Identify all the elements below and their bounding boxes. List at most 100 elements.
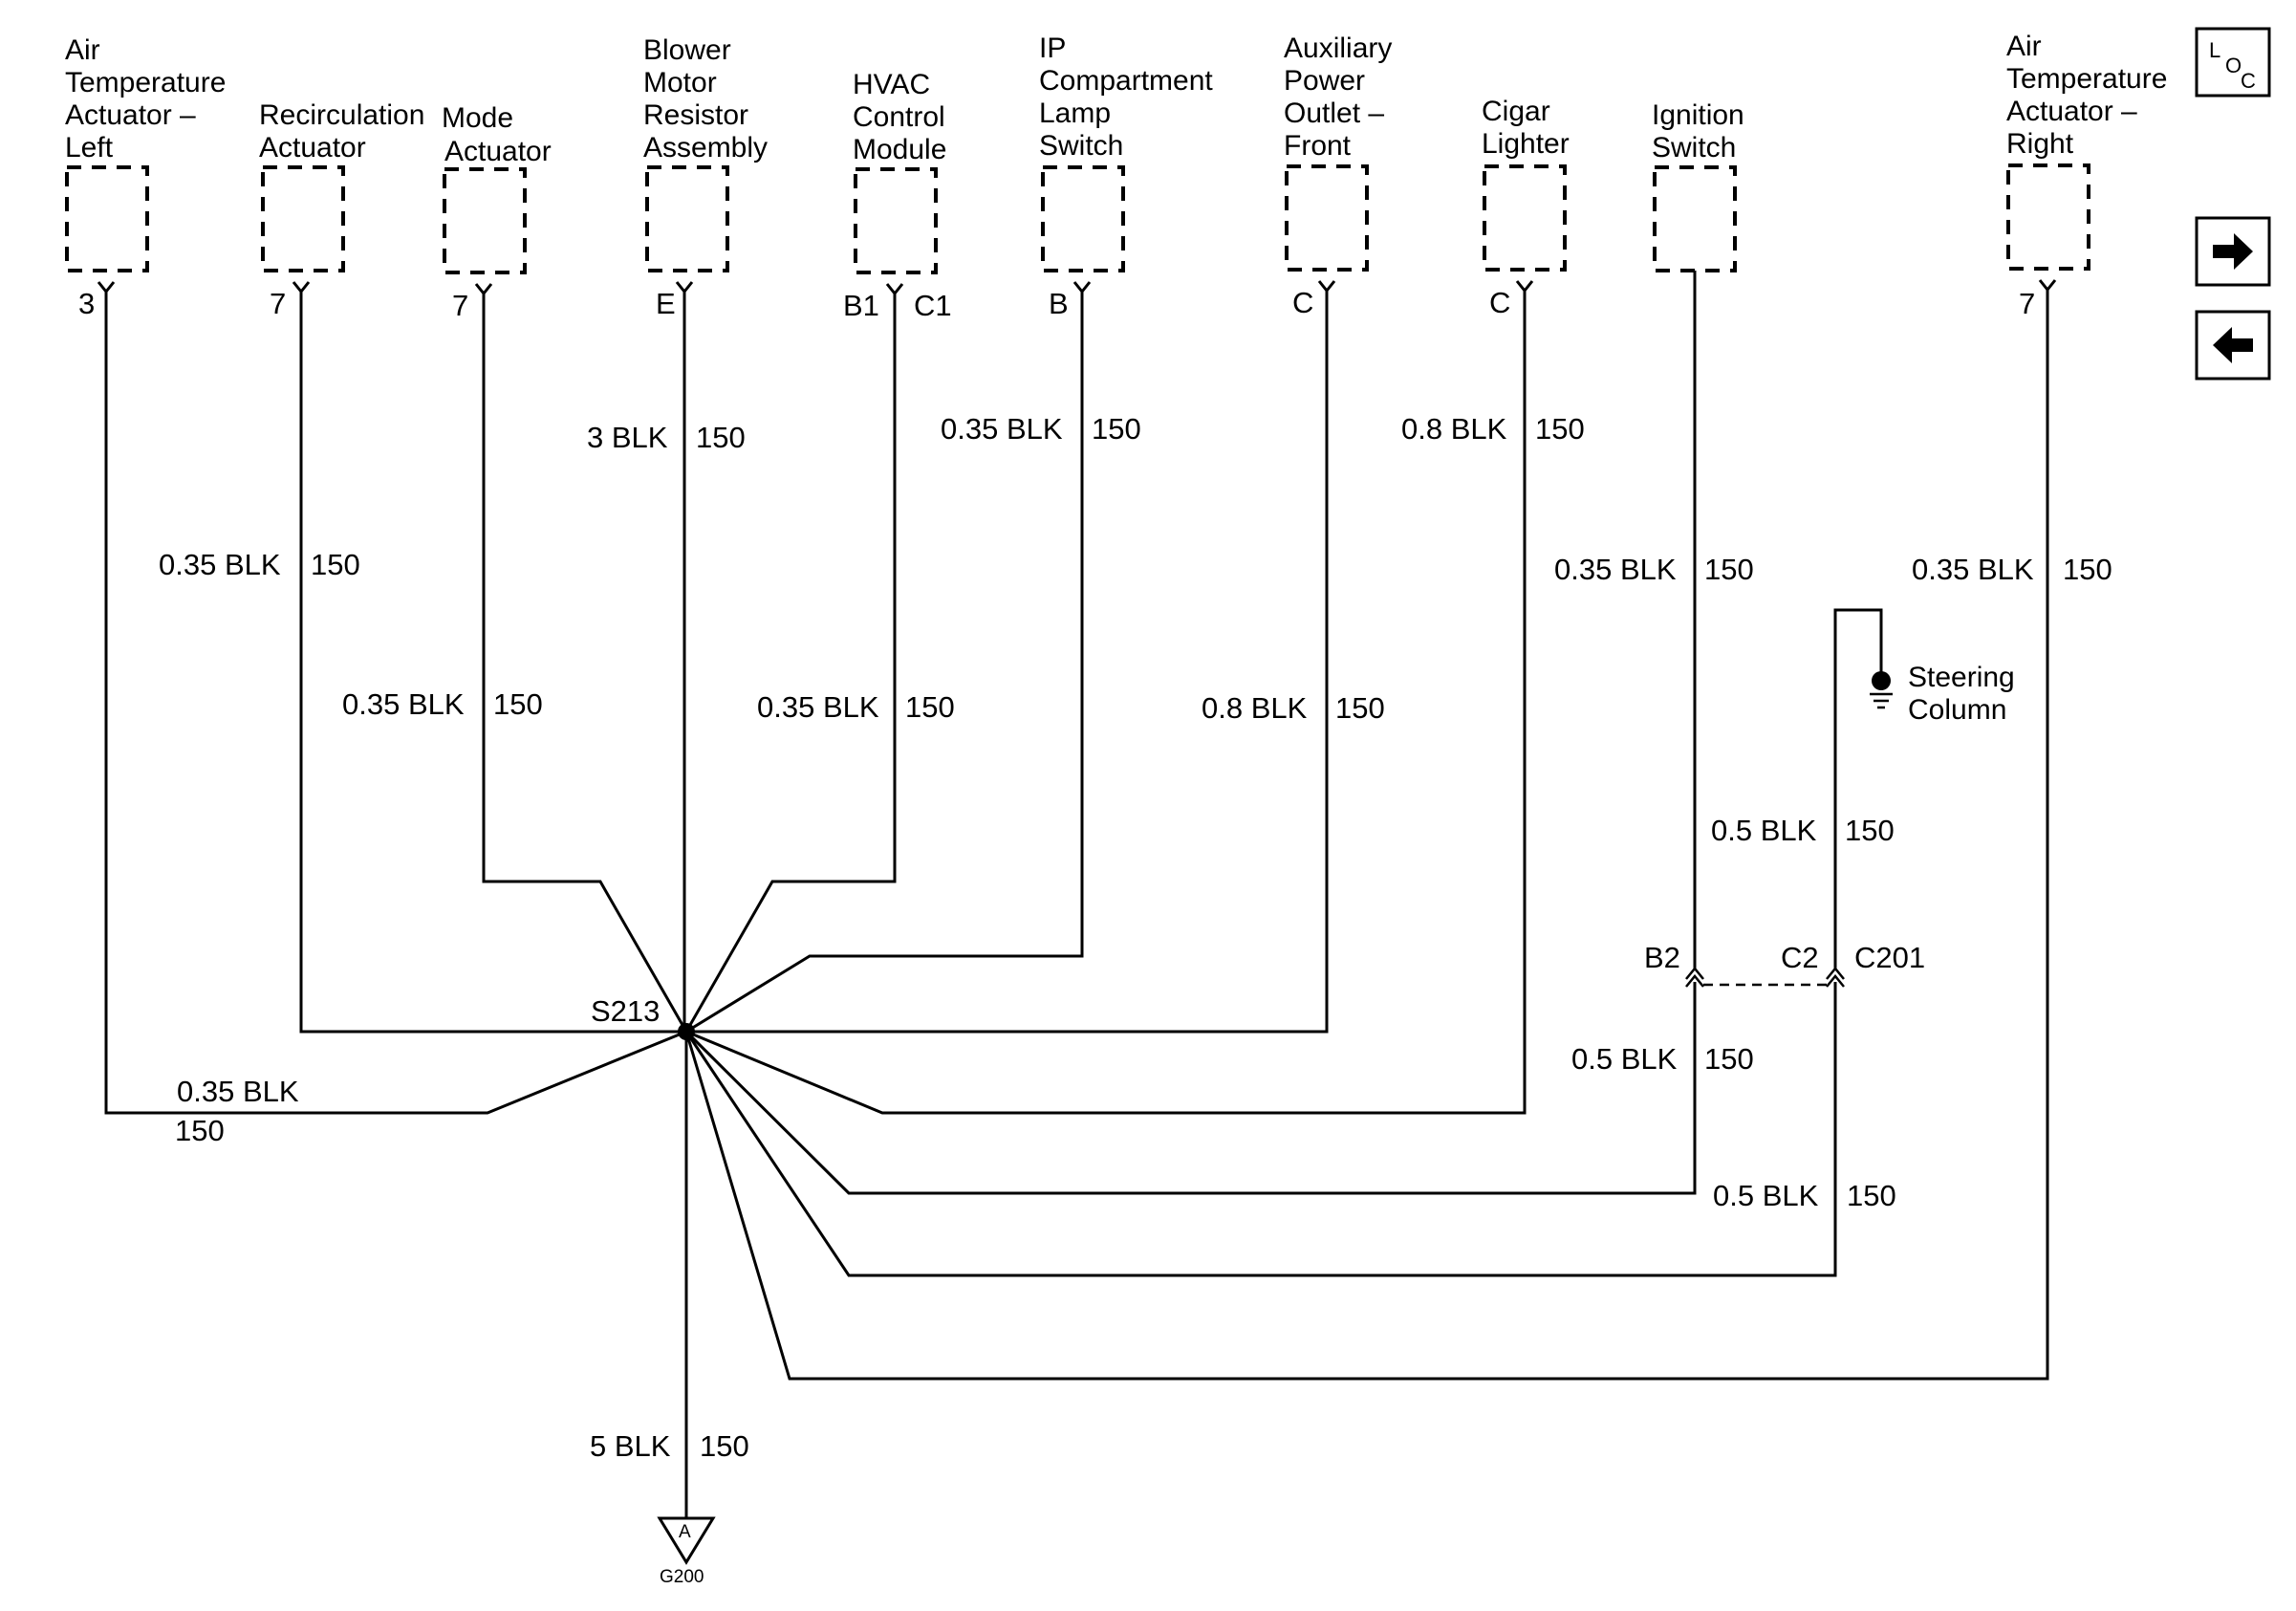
- wire-circuit: 150: [175, 1114, 225, 1147]
- connector-label: C201: [1854, 941, 1925, 974]
- pin-label: 7: [452, 289, 468, 322]
- wire-gauge: 0.8 BLK: [1401, 412, 1507, 446]
- component-box: [65, 165, 149, 272]
- terminal-icon: [474, 283, 493, 296]
- component-box: [1653, 165, 1737, 272]
- component-recirculation-actuator: Recirculation Actuator 7: [259, 99, 424, 320]
- wire-recirculation: [299, 292, 686, 1034]
- component-auxiliary-power-outlet: Auxiliary Power Outlet – Front C: [1284, 33, 1400, 319]
- component-air-temp-right: Air Temperature Actuator – Right 7: [2006, 31, 2176, 320]
- component-label: Mode Actuator: [442, 102, 552, 167]
- wire-gauge: 5 BLK: [590, 1429, 671, 1463]
- wire-circuit: 150: [1845, 814, 1895, 847]
- pin-terminals: [97, 279, 2057, 296]
- pin-label: E: [656, 287, 676, 320]
- wire-gauge: 0.5 BLK: [1713, 1179, 1819, 1212]
- ground-label: G200: [660, 1567, 704, 1587]
- loc-button-frame: [2195, 27, 2271, 98]
- wire-gauge: 0.35 BLK: [177, 1075, 299, 1108]
- arrow-left-icon: [2213, 327, 2253, 363]
- pin-label: 3: [78, 287, 95, 320]
- component-label: IP Compartment Lamp Switch: [1039, 33, 1221, 162]
- connector-pin-icon: [1826, 967, 1845, 988]
- loc-letter-c: C: [2241, 69, 2256, 93]
- terminal-icon: [675, 281, 694, 294]
- wire-ip-lamp: [685, 292, 1084, 1034]
- wire-mode: [482, 294, 688, 1033]
- ground-letter: A: [679, 1522, 691, 1542]
- component-label: Ignition Switch: [1652, 99, 1752, 163]
- ground-g200: A G200: [657, 1516, 716, 1587]
- loc-button[interactable]: L O C: [2195, 27, 2271, 98]
- terminal-icon: [292, 281, 311, 294]
- component-box: [1483, 164, 1567, 272]
- pin-label: C: [1292, 286, 1313, 319]
- wire-circuit: 150: [1335, 691, 1385, 725]
- component-box: [854, 167, 938, 274]
- wire-gauge: 3 BLK: [587, 421, 668, 454]
- splice-dot: [678, 1023, 695, 1040]
- terminal-icon: [2038, 279, 2057, 293]
- pin-label: C: [1489, 286, 1510, 319]
- component-label: HVAC Control Module: [853, 69, 953, 165]
- component-air-temp-left: Air Temperature Actuator – Left 3: [65, 34, 234, 320]
- component-box: [1285, 164, 1369, 272]
- component-label: Air Temperature Actuator – Left: [65, 34, 234, 163]
- terminal-icon: [97, 281, 116, 294]
- wire-circuit: 150: [1092, 412, 1141, 446]
- component-label: Cigar Lighter: [1482, 96, 1570, 160]
- wire-air-temp-left: [104, 292, 687, 1115]
- wire-steering-upper: [1833, 608, 1883, 969]
- component-hvac-control-module: HVAC Control Module B1 C1: [843, 69, 953, 322]
- wire-circuit: 150: [2063, 553, 2112, 586]
- wire-gauge: 0.35 BLK: [941, 412, 1063, 446]
- wire-hvac: [684, 294, 897, 1033]
- component-box: [261, 165, 345, 272]
- wire-circuit: 150: [696, 421, 746, 454]
- loc-letter-l: L: [2209, 38, 2220, 62]
- steering-column-ground: Steering Column: [1870, 662, 2023, 726]
- pin-label: B: [1049, 287, 1069, 320]
- terminal-icon: [885, 283, 904, 296]
- component-box: [2006, 163, 2090, 271]
- connector-pin-label: C2: [1781, 941, 1819, 974]
- wire-gauge: 0.35 BLK: [342, 687, 465, 721]
- wire-circuit: 150: [1704, 553, 1754, 586]
- component-label: Auxiliary Power Outlet – Front: [1284, 33, 1400, 162]
- component-label: Air Temperature Actuator – Right: [2006, 31, 2176, 160]
- wire-gauge: 0.35 BLK: [159, 548, 281, 581]
- component-box: [645, 165, 729, 272]
- wire-gauge: 0.35 BLK: [1554, 553, 1677, 586]
- next-page-button[interactable]: [2195, 216, 2271, 287]
- wire-steering-lower: [684, 982, 1837, 1277]
- wire-gauge: 0.35 BLK: [757, 690, 879, 724]
- component-blower-motor-resistor: Blower Motor Resistor Assembly E: [643, 34, 768, 320]
- splice-label: S213: [591, 994, 660, 1028]
- connector-pin-icon: [1685, 967, 1704, 988]
- wire-circuit: 150: [1535, 412, 1585, 446]
- previous-page-button[interactable]: [2195, 310, 2271, 381]
- wire-gauge: 0.5 BLK: [1711, 814, 1817, 847]
- component-ignition-switch: Ignition Switch: [1652, 99, 1752, 272]
- steering-column-label: Steering Column: [1908, 662, 2023, 726]
- pin-label: 7: [2019, 287, 2035, 320]
- component-mode-actuator: Mode Actuator 7: [442, 102, 552, 322]
- wires: [104, 271, 2049, 1518]
- wire-gauge: 0.5 BLK: [1571, 1042, 1678, 1076]
- component-ip-compartment-lamp-switch: IP Compartment Lamp Switch B: [1039, 33, 1221, 320]
- component-cigar-lighter: Cigar Lighter C: [1482, 96, 1570, 319]
- terminal-icon: [1072, 281, 1092, 294]
- wire-ignition-lower: [684, 982, 1697, 1195]
- component-box: [1041, 165, 1125, 272]
- wire-circuit: 150: [311, 548, 360, 581]
- wire-circuit: 150: [905, 690, 955, 724]
- wire-circuit: 150: [493, 687, 543, 721]
- wire-gauge: 0.8 BLK: [1202, 691, 1308, 725]
- connector-c201: B2 C2 C201: [1644, 941, 1925, 988]
- wire-air-temp-right: [684, 290, 2049, 1381]
- wire-labels: 0.35 BLK 150 0.35 BLK 150 0.35 BLK 150 3…: [159, 412, 2112, 1463]
- wire-aux-power: [686, 291, 1329, 1034]
- wire-gauge: 0.35 BLK: [1912, 553, 2034, 586]
- component-label: Blower Motor Resistor Assembly: [643, 34, 768, 163]
